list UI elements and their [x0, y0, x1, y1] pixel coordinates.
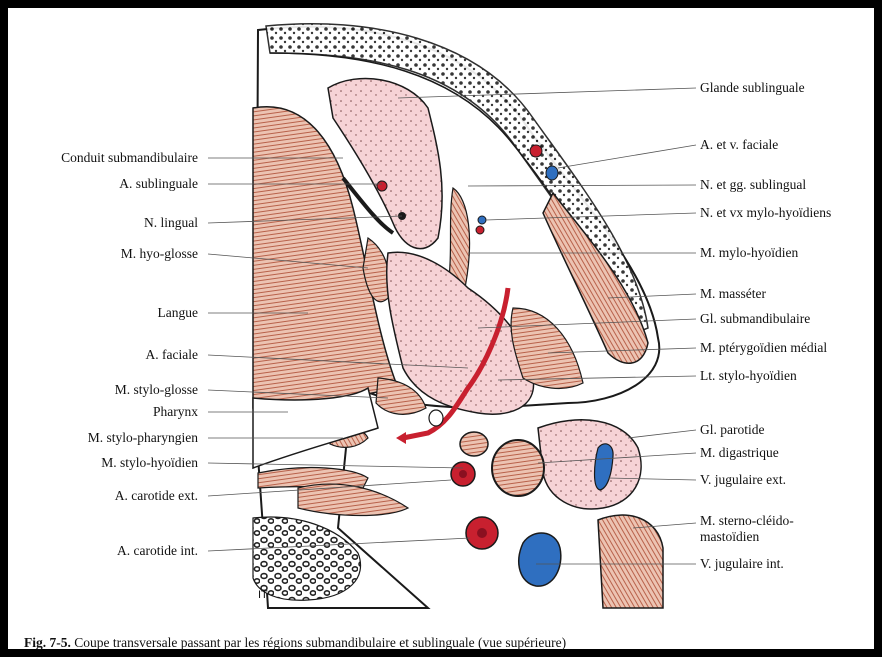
mylohyoid-artery — [476, 226, 484, 234]
label-langue: Langue — [158, 306, 198, 320]
label-gl-parotide: Gl. parotide — [700, 423, 764, 437]
label-m-pterygoidien-medial: M. ptérygoïdien médial — [700, 341, 827, 355]
label-a-sublinguale: A. sublinguale — [119, 177, 198, 191]
figure-caption: Fig. 7-5. Coupe transversale passant par… — [24, 635, 566, 651]
label-glande-sublinguale: Glande sublinguale — [700, 81, 805, 95]
parotid-gland — [538, 420, 641, 509]
label-m-hyo-glosse: M. hyo-glosse — [121, 247, 198, 261]
label-a-v-faciale: A. et v. faciale — [700, 138, 778, 152]
label-m-sterno-line1: M. sterno-cléido- — [700, 514, 794, 528]
sublingual-artery — [377, 181, 387, 191]
facial-vein-top — [546, 166, 558, 180]
label-m-digastrique: M. digastrique — [700, 446, 779, 460]
label-gl-submandibulaire: Gl. submandibulaire — [700, 312, 810, 326]
stylohyoid-small — [460, 432, 488, 456]
facial-artery-top — [530, 145, 542, 157]
label-m-masseter: M. masséter — [700, 287, 766, 301]
label-a-faciale: A. faciale — [146, 348, 198, 362]
label-conduit-submandibulaire: Conduit submandibulaire — [61, 151, 198, 165]
sternocleidomastoid — [598, 515, 663, 608]
pharynx-vessel — [429, 410, 443, 426]
jugular-int — [519, 533, 561, 586]
label-v-jugulaire-ext: V. jugulaire ext. — [700, 473, 786, 487]
label-n-gg-sublingual: N. et gg. sublingual — [700, 178, 806, 192]
caption-text: Coupe transversale passant par les régio… — [71, 635, 566, 650]
label-a-carotide-int: A. carotide int. — [117, 544, 198, 558]
figure-panel: IT Conduit submandibulaire A. sublingual… — [8, 8, 874, 649]
digastric-muscle — [492, 440, 544, 496]
corner-mark: IT — [258, 589, 268, 601]
label-m-stylo-pharyngien: M. stylo-pharyngien — [88, 431, 198, 445]
label-v-jugulaire-int: V. jugulaire int. — [700, 557, 784, 571]
label-n-lingual: N. lingual — [144, 216, 198, 230]
mylohyoid-vessels — [478, 216, 486, 224]
vertebra-bone — [253, 517, 361, 600]
label-pharynx: Pharynx — [153, 405, 198, 419]
label-a-carotide-ext: A. carotide ext. — [115, 489, 198, 503]
label-n-vx-mylo-hyoidiens: N. et vx mylo-hyoïdiens — [700, 206, 831, 220]
label-m-stylo-hyoidien-left: M. stylo-hyoïdien — [101, 456, 198, 470]
facial-artery-arrow — [396, 432, 406, 444]
label-m-sterno-line2: mastoïdien — [700, 530, 759, 544]
label-m-stylo-glosse: M. stylo-glosse — [115, 383, 198, 397]
label-lt-stylo-hyoidien: Lt. stylo-hyoïdien — [700, 369, 797, 383]
label-m-mylo-hyoidien: M. mylo-hyoïdien — [700, 246, 798, 260]
figure-number: Fig. 7-5. — [24, 635, 71, 650]
